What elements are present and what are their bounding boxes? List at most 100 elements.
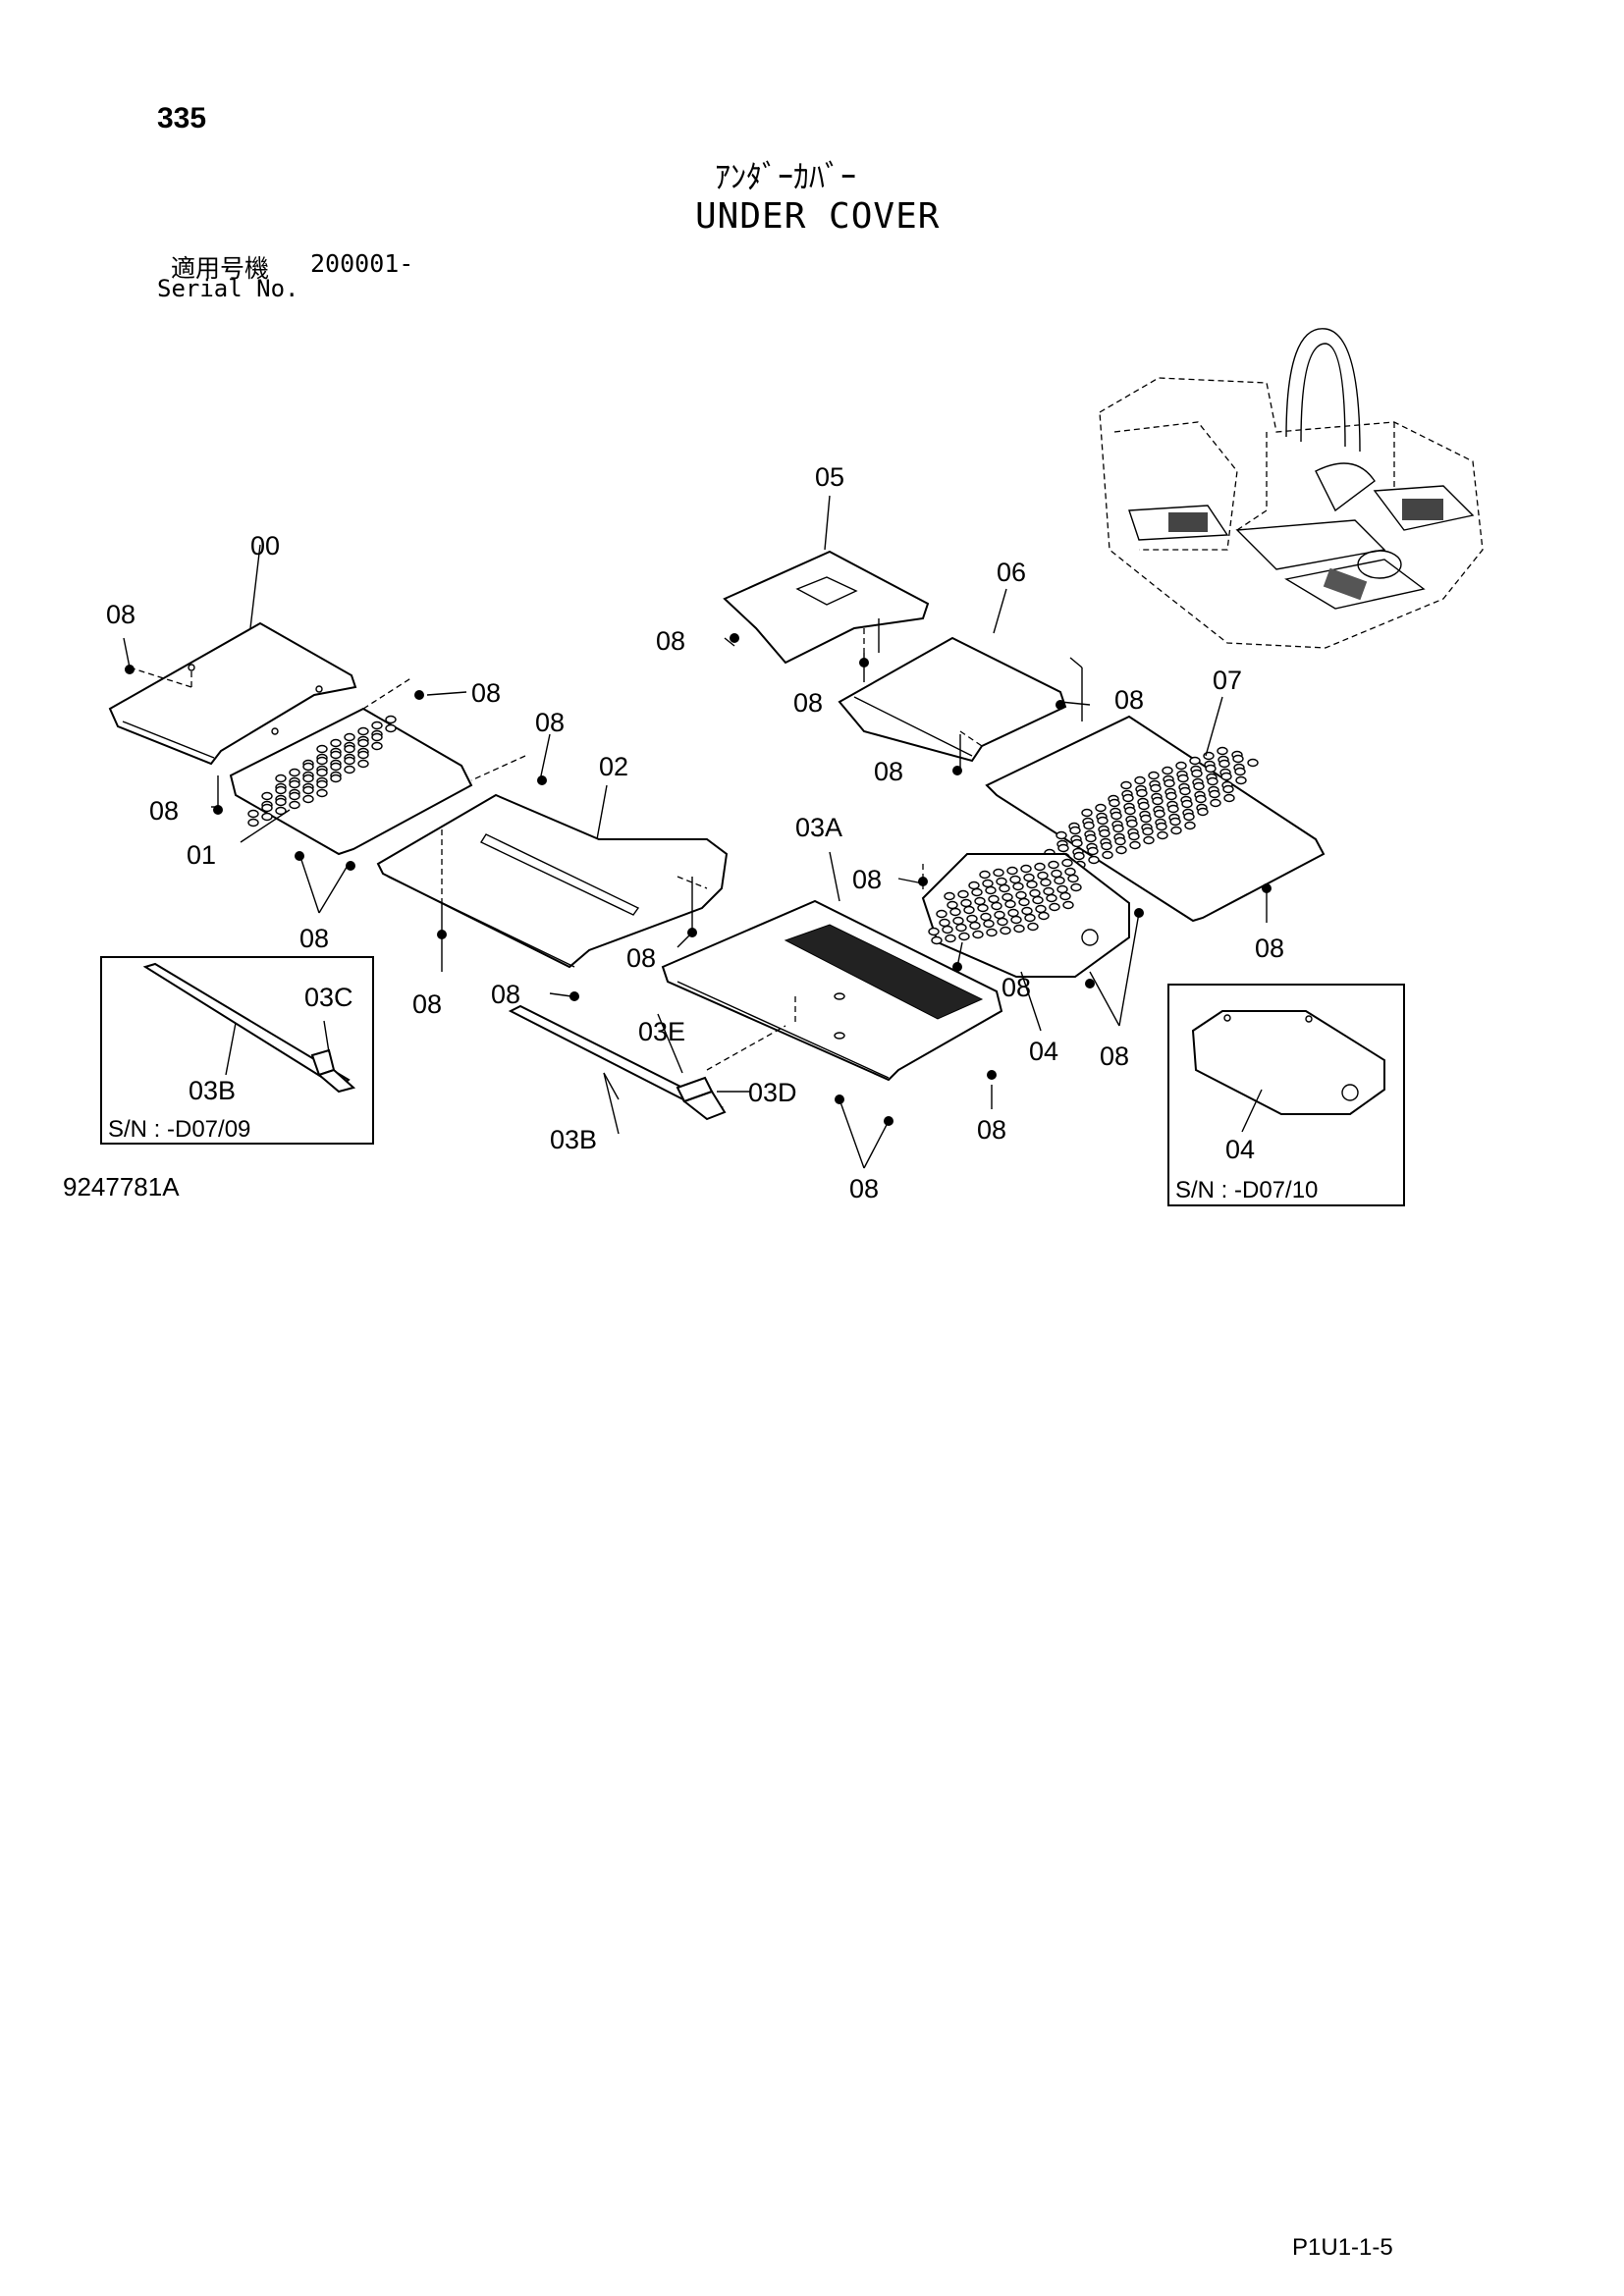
perforation-hole xyxy=(316,756,328,766)
perforation-hole xyxy=(1167,804,1179,814)
perforation-hole xyxy=(1136,788,1148,798)
perforation-hole xyxy=(1197,807,1209,817)
perforation-hole xyxy=(1040,878,1052,887)
bolt-icon xyxy=(213,805,223,815)
callout-01: 01 xyxy=(187,840,216,870)
perforation-hole xyxy=(344,756,355,766)
perforation-hole xyxy=(1015,890,1027,900)
bolt-icon xyxy=(1085,979,1095,988)
perforation-hole xyxy=(1209,789,1220,799)
panel-01 xyxy=(229,707,473,856)
perforation-hole xyxy=(985,885,997,895)
perforation-hole xyxy=(1006,866,1018,876)
perforation-hole xyxy=(1195,794,1207,804)
panel-07 xyxy=(985,715,1326,923)
callout-08: 08 xyxy=(626,943,656,973)
perforation-hole xyxy=(275,806,287,816)
perforation-hole xyxy=(1152,796,1164,806)
perforation-hole xyxy=(1061,858,1073,868)
perforation-hole xyxy=(1129,840,1141,850)
perforation-hole xyxy=(1048,860,1059,870)
bolt-icon xyxy=(687,928,697,937)
panel-05 xyxy=(723,550,930,665)
perforation-hole xyxy=(275,785,287,795)
perforation-hole xyxy=(1175,761,1187,771)
machine-overview-icon xyxy=(1099,328,1484,649)
perforation-hole xyxy=(1071,838,1083,848)
perforation-hole xyxy=(999,883,1010,893)
perforation-hole xyxy=(1013,924,1025,934)
bolt-icon xyxy=(952,766,962,775)
perforation-hole xyxy=(1069,826,1081,835)
perforation-hole xyxy=(330,774,342,783)
perforation-hole xyxy=(957,889,969,899)
inset-left: 03C 03B S/N : -D07/09 xyxy=(100,956,374,1145)
perforation-hole xyxy=(1140,814,1152,824)
bolt-icon xyxy=(1056,700,1065,710)
perforation-hole xyxy=(371,732,383,742)
perforation-hole xyxy=(1220,772,1232,781)
perforation-hole xyxy=(330,750,342,760)
perforation-hole xyxy=(330,738,342,748)
perforation-hole xyxy=(939,918,950,928)
perforation-hole xyxy=(1156,822,1167,831)
perforation-hole xyxy=(385,715,397,724)
perforation-hole xyxy=(988,894,1000,904)
bolt-icon xyxy=(1262,883,1272,893)
callout-07: 07 xyxy=(1213,666,1242,695)
perforation-hole xyxy=(1026,880,1038,889)
perforation-hole xyxy=(1099,828,1110,838)
perforation-hole xyxy=(1138,801,1150,811)
perforation-hole xyxy=(1193,781,1205,791)
perforation-hole xyxy=(261,812,273,822)
bolt-icon xyxy=(1134,908,1144,918)
perforation-hole xyxy=(1232,754,1244,764)
inset-left-serial: S/N : -D07/09 xyxy=(108,1116,250,1143)
perforation-hole xyxy=(316,788,328,798)
perforation-hole xyxy=(344,744,355,754)
perforation-hole xyxy=(344,732,355,742)
callout-08: 08 xyxy=(412,989,442,1019)
perforation-hole xyxy=(1235,775,1247,785)
perforation-hole xyxy=(289,800,300,810)
panel-06 xyxy=(838,636,1067,763)
perforation-hole xyxy=(1122,793,1134,803)
callout-08: 08 xyxy=(874,757,903,786)
perforation-hole xyxy=(993,868,1004,878)
perforation-hole xyxy=(302,785,314,795)
perforation-hole xyxy=(1051,869,1062,879)
callout-08: 08 xyxy=(535,708,565,737)
perforation-hole xyxy=(1088,855,1100,865)
perforation-hole xyxy=(1143,835,1155,845)
perforation-hole xyxy=(302,762,314,772)
bolt-icon xyxy=(918,877,928,886)
panel-01-perforation xyxy=(247,715,397,828)
perforation-hole xyxy=(1024,913,1036,923)
panel-03A xyxy=(661,899,1003,1082)
bolt-icon xyxy=(884,1116,893,1126)
callout-08: 08 xyxy=(977,1115,1006,1145)
perforation-hole xyxy=(966,914,978,924)
perforation-hole xyxy=(1165,791,1177,801)
bolt-icon xyxy=(437,930,447,939)
perforation-hole xyxy=(974,896,986,906)
perforation-hole xyxy=(1234,767,1246,776)
perforation-hole xyxy=(1162,766,1173,775)
perforation-hole xyxy=(1004,899,1016,909)
perforation-hole xyxy=(1247,758,1259,768)
callout-05: 05 xyxy=(815,462,844,492)
page-number: 335 xyxy=(157,102,207,134)
perforation-hole xyxy=(1157,830,1168,840)
bolt-icon xyxy=(125,665,135,674)
callout-03D: 03D xyxy=(748,1078,797,1107)
perforation-hole xyxy=(1142,827,1154,836)
callout-08: 08 xyxy=(299,924,329,953)
perforation-hole xyxy=(1115,845,1127,855)
perforation-hole xyxy=(289,768,300,777)
perforation-hole xyxy=(928,927,940,936)
bolt-icon xyxy=(987,1070,997,1080)
perforation-hole xyxy=(977,903,989,913)
inset-callout-03B: 03B xyxy=(189,1076,236,1105)
bolt-icon xyxy=(835,1095,844,1104)
